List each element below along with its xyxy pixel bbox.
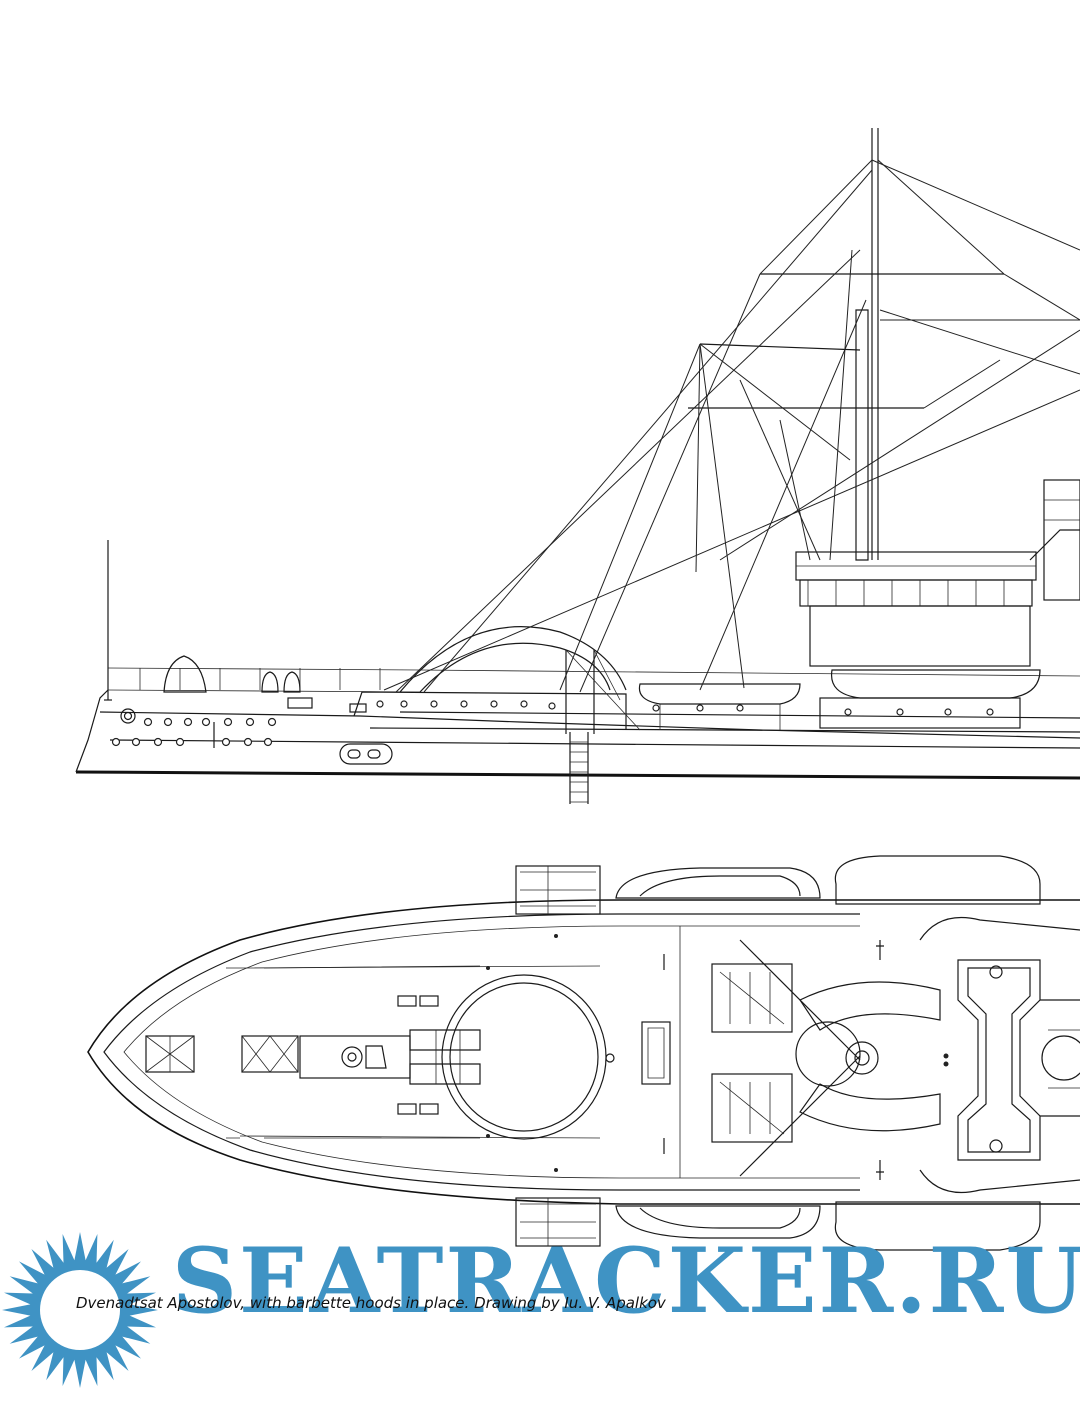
- rigging: [383, 159, 1080, 693]
- caption-title: Dvenadtsat Apostolov: [76, 1294, 241, 1312]
- plan-boats: [515, 855, 1041, 1251]
- foremast: [688, 128, 1004, 561]
- barbette: [299, 974, 615, 1140]
- caption-credit: Drawing by Iu. V. Apalkov: [474, 1294, 666, 1312]
- plan-view: [87, 855, 1080, 1251]
- superstructure: [795, 479, 1080, 729]
- engine-hatches: [711, 939, 949, 1177]
- starburst-center: [40, 1270, 120, 1350]
- caption-middle: , with barbette hoods in place.: [240, 1294, 475, 1312]
- funnel-casings: [876, 916, 1080, 1194]
- side-elevation: [75, 128, 1080, 804]
- deck-hatches: [145, 995, 671, 1115]
- deck-fittings: [226, 934, 665, 1172]
- watermark-text: SEATRACKER.RU: [172, 1228, 1080, 1334]
- barbette-ports: [376, 700, 994, 716]
- drawing-caption: Dvenadtsat Apostolov, with barbette hood…: [76, 1294, 666, 1312]
- bow-portholes: [111, 708, 277, 747]
- ship-boats: [638, 669, 1041, 730]
- watermark-logo: [2, 1232, 158, 1388]
- accommodation-ladder: [565, 649, 641, 804]
